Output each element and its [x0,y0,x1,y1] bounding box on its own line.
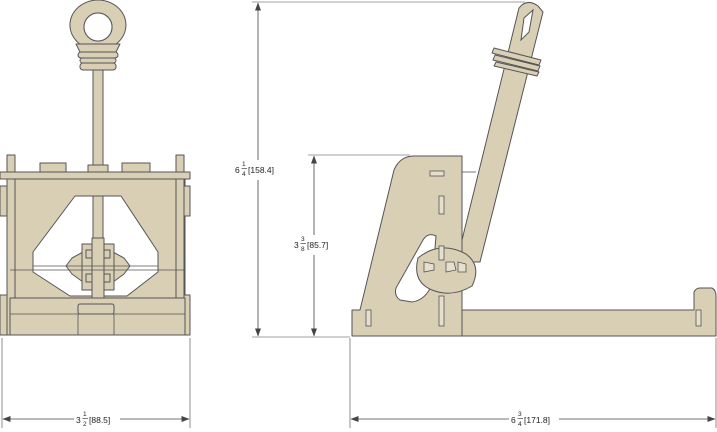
lever-arm [461,2,544,263]
rail-slot-end [695,309,702,327]
svg-text:8: 8 [301,246,305,253]
dim-label-front-width: 3 1 2 [88.5] [74,410,120,428]
dim-label-body-height: 3 3 8 [85.7] [292,235,336,255]
svg-text:6: 6 [235,165,240,175]
right-lug-upper [183,185,191,217]
cam-slot-1 [423,261,435,273]
top-tab-right [121,162,151,173]
left-lug-lower [0,294,8,336]
front-view [0,0,191,336]
svg-text:[171.8]: [171.8] [524,415,550,425]
eye-bolt-hole [83,12,113,42]
clamp-jaw-right [112,251,131,283]
washer-top [77,51,119,59]
svg-text:3: 3 [301,236,305,243]
top-tab-left [39,162,67,173]
svg-text:[158.4]: [158.4] [248,165,274,175]
svg-text:1: 1 [83,411,87,418]
svg-text:[88.5]: [88.5] [89,415,110,425]
plate-slot-top [429,170,445,177]
svg-text:2: 2 [83,421,87,428]
washer-bottom [79,62,117,71]
cam-slot-2 [445,261,457,273]
eye-bolt-neck [75,43,121,53]
svg-text:4: 4 [518,421,522,428]
dim-label-side-length: 6 3 4 [171.8] [509,410,559,428]
plate-slot-lower [438,295,445,327]
base-rail [461,287,717,337]
lever-slot [520,8,534,42]
plate-slot-base [365,309,372,327]
plate-slot-middle [438,245,445,261]
svg-text:3: 3 [518,411,522,418]
top-crossbar [0,171,191,180]
dim-label-overall-height: 6 1 4 [158.4] [233,160,281,180]
svg-text:1: 1 [242,161,246,168]
clamp-jaw-left [65,251,84,283]
side-view [351,2,717,337]
side-plate [351,155,467,337]
svg-text:3: 3 [76,415,81,425]
cam-slot-3 [457,261,467,273]
svg-text:[85.7]: [85.7] [307,240,328,250]
washer-mid [79,57,117,64]
clamp-stem [91,237,105,299]
lever-washer-2 [492,54,541,72]
svg-text:6: 6 [511,415,516,425]
plate-slot-upper [438,195,445,215]
svg-text:3: 3 [294,240,299,250]
lever-washer-3 [493,61,540,77]
svg-text:4: 4 [242,171,246,178]
left-lug-upper [0,185,8,217]
top-tab-center [87,164,109,173]
base-clamp-foot [77,303,115,315]
lever-washer-1 [491,47,542,66]
